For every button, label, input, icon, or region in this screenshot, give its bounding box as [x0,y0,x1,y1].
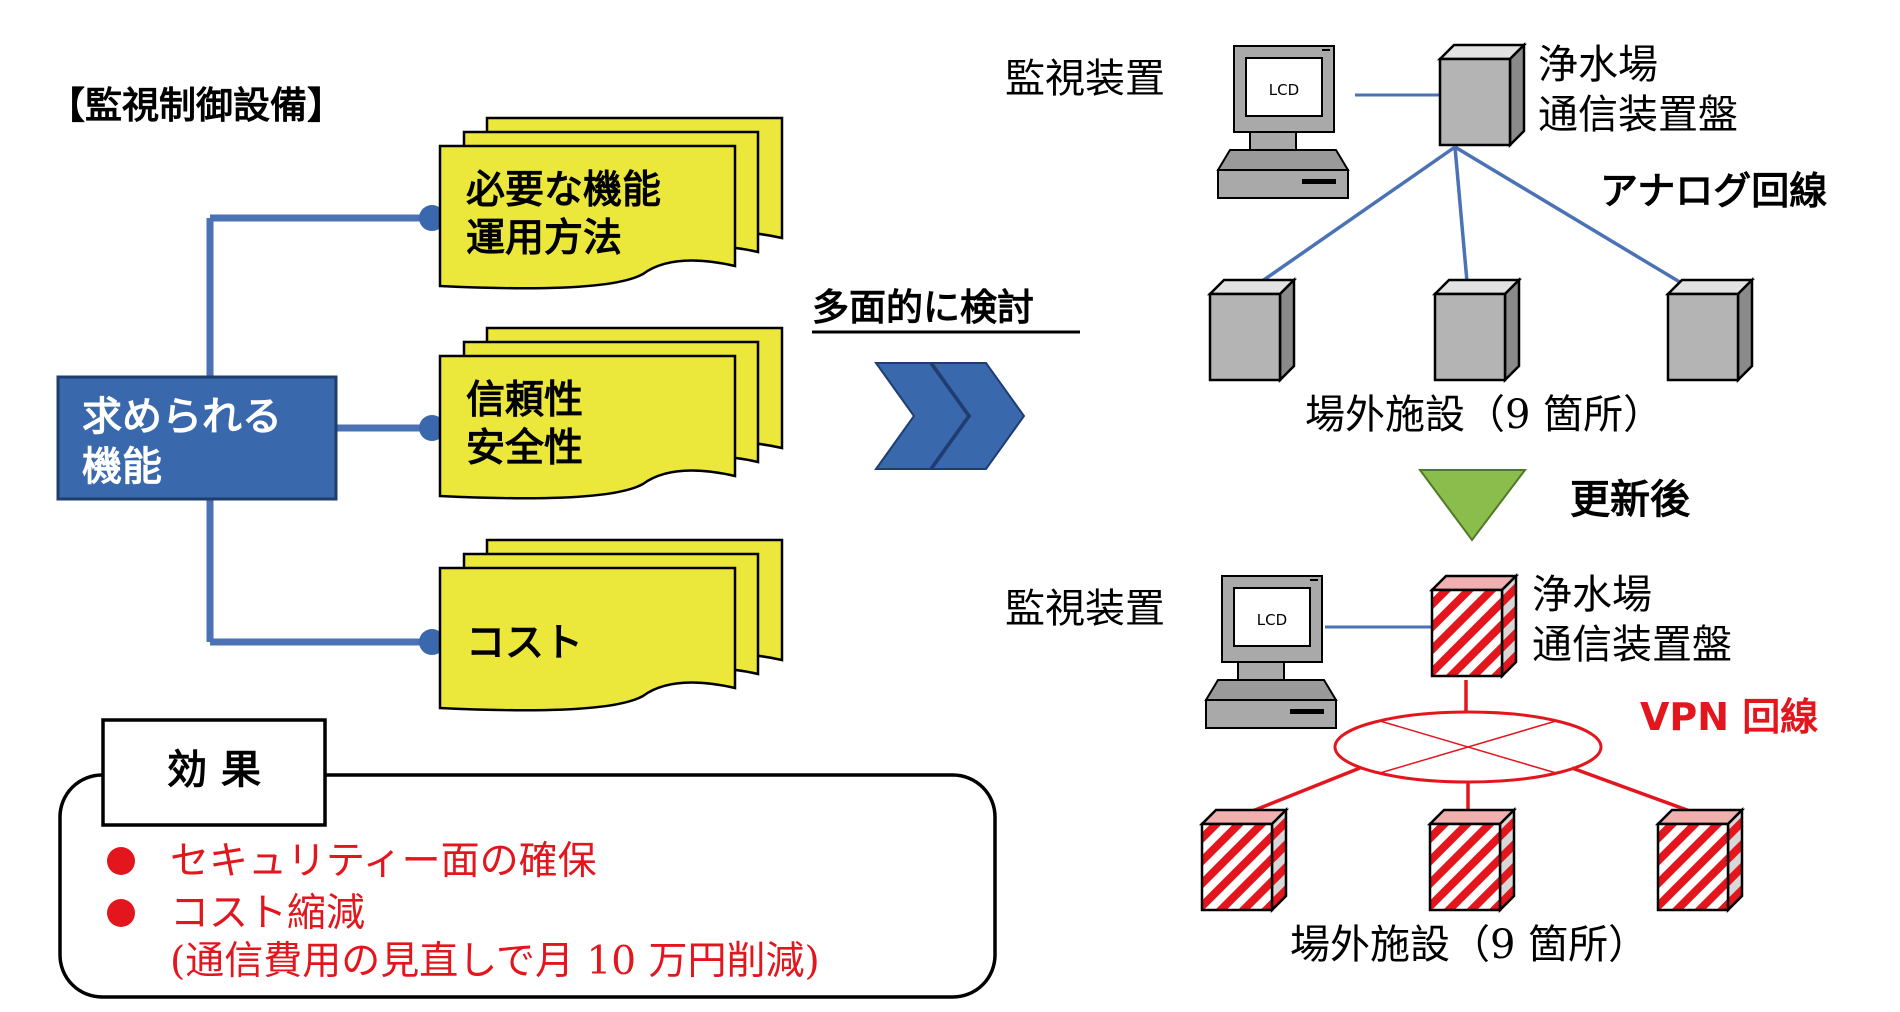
after-monitor-computer-icon: LCD [1205,575,1337,729]
effect-item-2: コスト縮減 [170,891,365,936]
before-lcd-label: LCD [1269,81,1299,99]
double-chevron-icon [874,362,1026,470]
requirement-note-2: 信頼性 安全性 [438,326,784,500]
before-panel-label-line1: 浄水場 [1538,42,1658,88]
core-box-line2: 機能 [82,444,162,490]
effects-title-box [101,718,327,827]
section-title: 【監視制御設備】 [48,84,344,127]
before-panel-cube-icon [1438,43,1526,147]
down-triangle-icon [1418,469,1528,542]
requirement-1-line1: 必要な機能 [466,168,661,213]
before-site-cube-icon [1433,278,1521,382]
effect-item-2-note: (通信費用の見直しで月 10 万円削減) [170,939,820,984]
bullet-icon [107,899,135,927]
transition-label: 更新後 [1570,477,1691,523]
after-monitor-label: 監視装置 [1005,586,1165,632]
after-panel-cube-icon [1430,574,1518,678]
after-line-label: VPN 回線 [1640,695,1818,739]
before-sites-label: 場外施設（9 箇所） [1305,392,1663,438]
before-site-cube-icon [1666,278,1754,382]
bullet-icon [107,847,135,875]
before-network: 監視装置 LCD 浄水場 通信装置盤 アナログ回線 場外施設（9 箇所） [1005,42,1827,438]
connector-dot-2 [419,415,445,441]
requirement-note-3: コスト [438,538,784,712]
before-monitor-computer-icon: LCD [1217,45,1349,199]
effect-item-1: セキュリティー面の確保 [170,839,597,884]
requirement-note-1: 必要な機能 運用方法 [438,116,784,290]
after-site-cube-icon [1200,808,1288,912]
after-lcd-label: LCD [1257,611,1287,629]
requirement-2-line1: 信頼性 [466,378,583,423]
consideration-label: 多面的に検討 [812,286,1034,329]
after-site-cube-icon [1428,808,1516,912]
core-box-line1: 求められる [82,394,282,440]
after-panel-label-line2: 通信装置盤 [1532,622,1732,668]
requirement-3-line1: コスト [466,621,583,666]
after-sites-label: 場外施設（9 箇所） [1290,922,1648,968]
before-panel-label-line2: 通信装置盤 [1538,92,1738,138]
effects-panel: 効 果 セキュリティー面の確保 コスト縮減 (通信費用の見直しで月 10 万円削… [58,718,997,999]
requirement-1-line2: 運用方法 [466,216,622,261]
effects-title: 効 果 [167,747,261,793]
before-site-cube-icon [1208,278,1296,382]
after-panel-label-line1: 浄水場 [1532,572,1652,618]
core-requirement-box: 求められる 機能 [56,375,338,501]
before-monitor-label: 監視装置 [1005,56,1165,102]
after-site-cube-icon [1656,808,1744,912]
connector-dot-3 [419,629,445,655]
before-line-label: アナログ回線 [1600,169,1827,213]
requirement-2-line2: 安全性 [466,426,583,471]
after-network: 監視装置 LCD 浄水場 通信装置盤 VPN 回線 場外施設（9 箇所） [1005,572,1818,968]
connector-dot-1 [419,205,445,231]
